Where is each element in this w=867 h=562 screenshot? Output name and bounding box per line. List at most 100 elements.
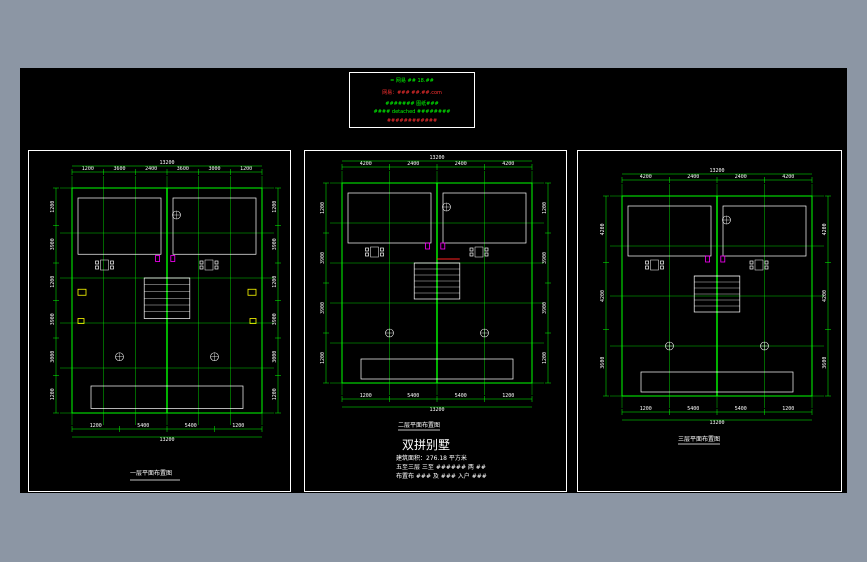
plan-2-dim-top-label: 4200 [502, 161, 514, 167]
plan-3-furn-b-chair [749, 260, 754, 265]
plan-1-dim-left-label: 3900 [50, 238, 56, 250]
plan-2-dim-left-label: 1200 [320, 202, 326, 214]
plan-2-furn-a-chair [380, 252, 384, 257]
plan-3-room-left [627, 205, 712, 257]
plan-3-dim-top-label: 2400 [735, 174, 747, 180]
plan-1-furn-b-chair [199, 260, 204, 265]
plan-1-dim-right-label: 1200 [272, 388, 278, 400]
plan-2-terrace [360, 358, 514, 380]
title-block-line2: 网易：### ##.##.com [382, 90, 442, 96]
sheet-floor2 [304, 150, 567, 492]
plan-1-dim-top-label: 1200 [240, 166, 252, 172]
plan-1-dim-bottom-label: 5400 [185, 423, 197, 429]
plan-2-furn-b-chair [469, 252, 474, 257]
plan-3-dim-left-label: 3600 [600, 357, 606, 369]
sheet-floor3 [577, 150, 842, 492]
plan-3-furn-a-chair [645, 265, 649, 270]
plan-1-dim-right-label: 3000 [272, 351, 278, 363]
plan-2-furn-b-table [474, 246, 484, 258]
plan-1-furn-a-chair [95, 265, 99, 270]
plan-1-dim-bottom-label: 5400 [137, 423, 149, 429]
plan-3-terrace [640, 371, 794, 393]
title-block-line1: = 网易 ## 18.## [390, 78, 434, 84]
plan-1-furn-a-chair [95, 260, 99, 265]
plan-1-terrace [90, 385, 244, 409]
title-block-line3: ####### 图纸### [385, 101, 439, 107]
plan-1-dim-right-label: 3900 [272, 313, 278, 325]
plan-2-dim-bottom-label: 1200 [360, 393, 372, 399]
plan-1-furn-b-table [204, 259, 214, 271]
plan-1-fixture-a [155, 255, 161, 262]
plan-3-furn-b-chair [749, 265, 754, 270]
plan-1-dim-bottom-total: 13200 [159, 437, 174, 443]
plan-1-door-yellow-r2 [249, 318, 257, 324]
plan-2-dim-bottom-label: 5400 [455, 393, 467, 399]
plan-1-dim-left-label: 3000 [50, 351, 56, 363]
plan-3-dim-left-label: 4200 [600, 290, 606, 302]
plan-3-dim-bottom-label: 5400 [687, 406, 699, 412]
plan-3-dim-top-total: 13200 [709, 168, 724, 174]
plan-3-dim-right-label: 3600 [822, 357, 828, 369]
plan-1-room-left [77, 197, 162, 255]
plan-3-dim-top-label: 4200 [640, 174, 652, 180]
title-block: = 网易 ## 18.## 网易：### ##.##.com ####### 图… [349, 72, 475, 128]
project-desc-line3: 布置布 ### 及 ### 入户 ### [396, 473, 487, 480]
plan-1-dim-right-label: 1200 [272, 201, 278, 213]
plan-2-furn-a-chair [365, 247, 369, 252]
plan-1-furn-a-chair [110, 260, 114, 265]
plan-3-dim-bottom-total: 13200 [709, 420, 724, 426]
plan-3-furn-a-chair [645, 260, 649, 265]
plan-3-dim-right-label: 4200 [822, 290, 828, 302]
plan-2-dim-right-label: 1200 [542, 202, 548, 214]
plan-1-furn-a-chair [110, 265, 114, 270]
plan-1-dim-top-label: 3000 [208, 166, 220, 172]
plan-3-dim-right-label: 4200 [822, 223, 828, 235]
plan-1-furn-b-chair [199, 265, 204, 270]
plan-2-dim-top-total: 13200 [429, 155, 444, 161]
sheet-floor1 [28, 150, 291, 492]
plan-3-dim-left-label: 4200 [600, 223, 606, 235]
plan-1-room-right [172, 197, 257, 255]
plan-1-dim-left-label: 1200 [50, 276, 56, 288]
plan-1-dim-left-label: 1200 [50, 388, 56, 400]
plan-1-dim-right-label: 3900 [272, 238, 278, 250]
plan-2-furn-a-chair [365, 252, 369, 257]
plan-2-furn-b-chair [469, 247, 474, 252]
plan-2-dim-top-label: 4200 [360, 161, 372, 167]
plan-2-room-left [347, 192, 432, 244]
plan-3-dim-top-label: 2400 [687, 174, 699, 180]
plan-1-dim-bottom-label: 1200 [90, 423, 102, 429]
plan-2-dim-bottom-label: 1200 [502, 393, 514, 399]
plan-2-dim-left-label: 3900 [320, 302, 326, 314]
project-desc-line2: 五至三层 三至 ###### 两 ## [396, 464, 486, 471]
plan-3-dim-bottom-label: 1200 [782, 406, 794, 412]
plan-1-dim-left-label: 3900 [50, 313, 56, 325]
project-desc-line1: 建筑面积：276.18 平方米 [396, 455, 467, 462]
plan-1-furn-b-chair [214, 260, 219, 265]
plan-3-furn-b-chair [764, 265, 769, 270]
plan-3-fixture-b [720, 255, 726, 263]
plan-2-dim-right-label: 1200 [542, 352, 548, 364]
plan-2-furn-b-chair [484, 247, 489, 252]
plan-2-dim-left-label: 1200 [320, 352, 326, 364]
plan-2-dim-bottom-total: 13200 [429, 407, 444, 413]
title-block-line5: ############ [386, 118, 438, 124]
caption-floor3: 三层平面布置图 [678, 436, 721, 443]
plan-2-fixture-b [440, 242, 446, 250]
drawing-canvas: = 网易 ## 18.## 网易：### ##.##.com ####### 图… [20, 68, 847, 493]
plan-3-furn-b-chair [764, 260, 769, 265]
plan-3-dim-bottom-label: 1200 [640, 406, 652, 412]
title-block-line4: #### detached ######## [373, 109, 451, 115]
floor-plans-drawing: 1200 3600 2400 3600 3000 1200 13200 1200 5400 540… [50, 155, 831, 481]
plan-3-furn-a-chair [660, 260, 664, 265]
project-title: 双拼别墅 [402, 438, 451, 452]
plan-1-dim-right-label: 1200 [272, 276, 278, 288]
plan-1-dim-top-label: 3600 [113, 166, 125, 172]
plan-1-dim-top-label: 3600 [177, 166, 189, 172]
plan-1-door-yellow-l2 [77, 318, 85, 324]
plan-1-dim-top-label: 1200 [82, 166, 94, 172]
plan-2-dim-top-label: 2400 [455, 161, 467, 167]
plan-1-dim-top-total: 13200 [159, 160, 174, 166]
plan-3-dim-bottom-label: 5400 [735, 406, 747, 412]
plan-2-room-right [442, 192, 527, 244]
